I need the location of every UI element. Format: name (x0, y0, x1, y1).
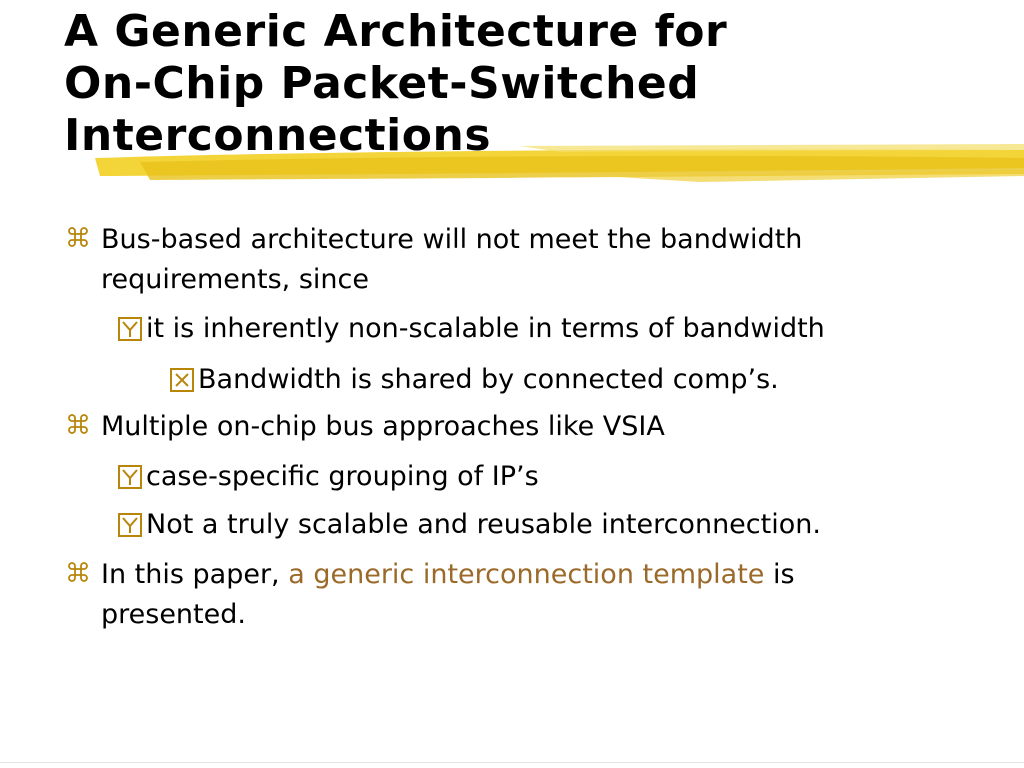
checked-box-icon (118, 465, 142, 489)
command-key-icon (68, 227, 88, 247)
command-key-icon (68, 562, 88, 582)
sub-bullet-text: case-specific grouping of IP’s (146, 461, 539, 492)
bullet-text-line-1: In this paper, a generic interconnection… (101, 555, 795, 595)
footer-divider (0, 762, 1024, 763)
title-brush-stroke (95, 144, 1024, 182)
sub-bullet-text: it is inherently non-scalable in terms o… (146, 313, 825, 344)
slide-title: A Generic Architecture for On-Chip Packe… (64, 6, 727, 162)
title-line-1: A Generic Architecture for (64, 6, 728, 57)
highlighted-phrase: a generic interconnection template (288, 559, 765, 590)
bullet-text-line-2: presented. (101, 599, 246, 630)
command-key-icon (68, 414, 88, 434)
bullet-text-after: is (764, 559, 795, 590)
bullet-text-line-2: requirements, since (101, 264, 369, 295)
sub-sub-bullet-text: Bandwidth is shared by connected comp’s. (198, 364, 779, 395)
sub-bullet-text: Not a truly scalable and reusable interc… (146, 509, 821, 540)
checked-box-icon (118, 317, 142, 341)
title-line-3: Interconnections (64, 110, 492, 161)
crossed-box-icon (170, 368, 194, 392)
bullet-text-line-1: Bus-based architecture will not meet the… (101, 224, 803, 255)
title-line-2: On-Chip Packet-Switched (64, 58, 700, 109)
bullet-text-before: In this paper, (101, 559, 289, 590)
checked-box-icon (118, 513, 142, 537)
bullet-text: Multiple on-chip bus approaches like VSI… (101, 411, 665, 442)
